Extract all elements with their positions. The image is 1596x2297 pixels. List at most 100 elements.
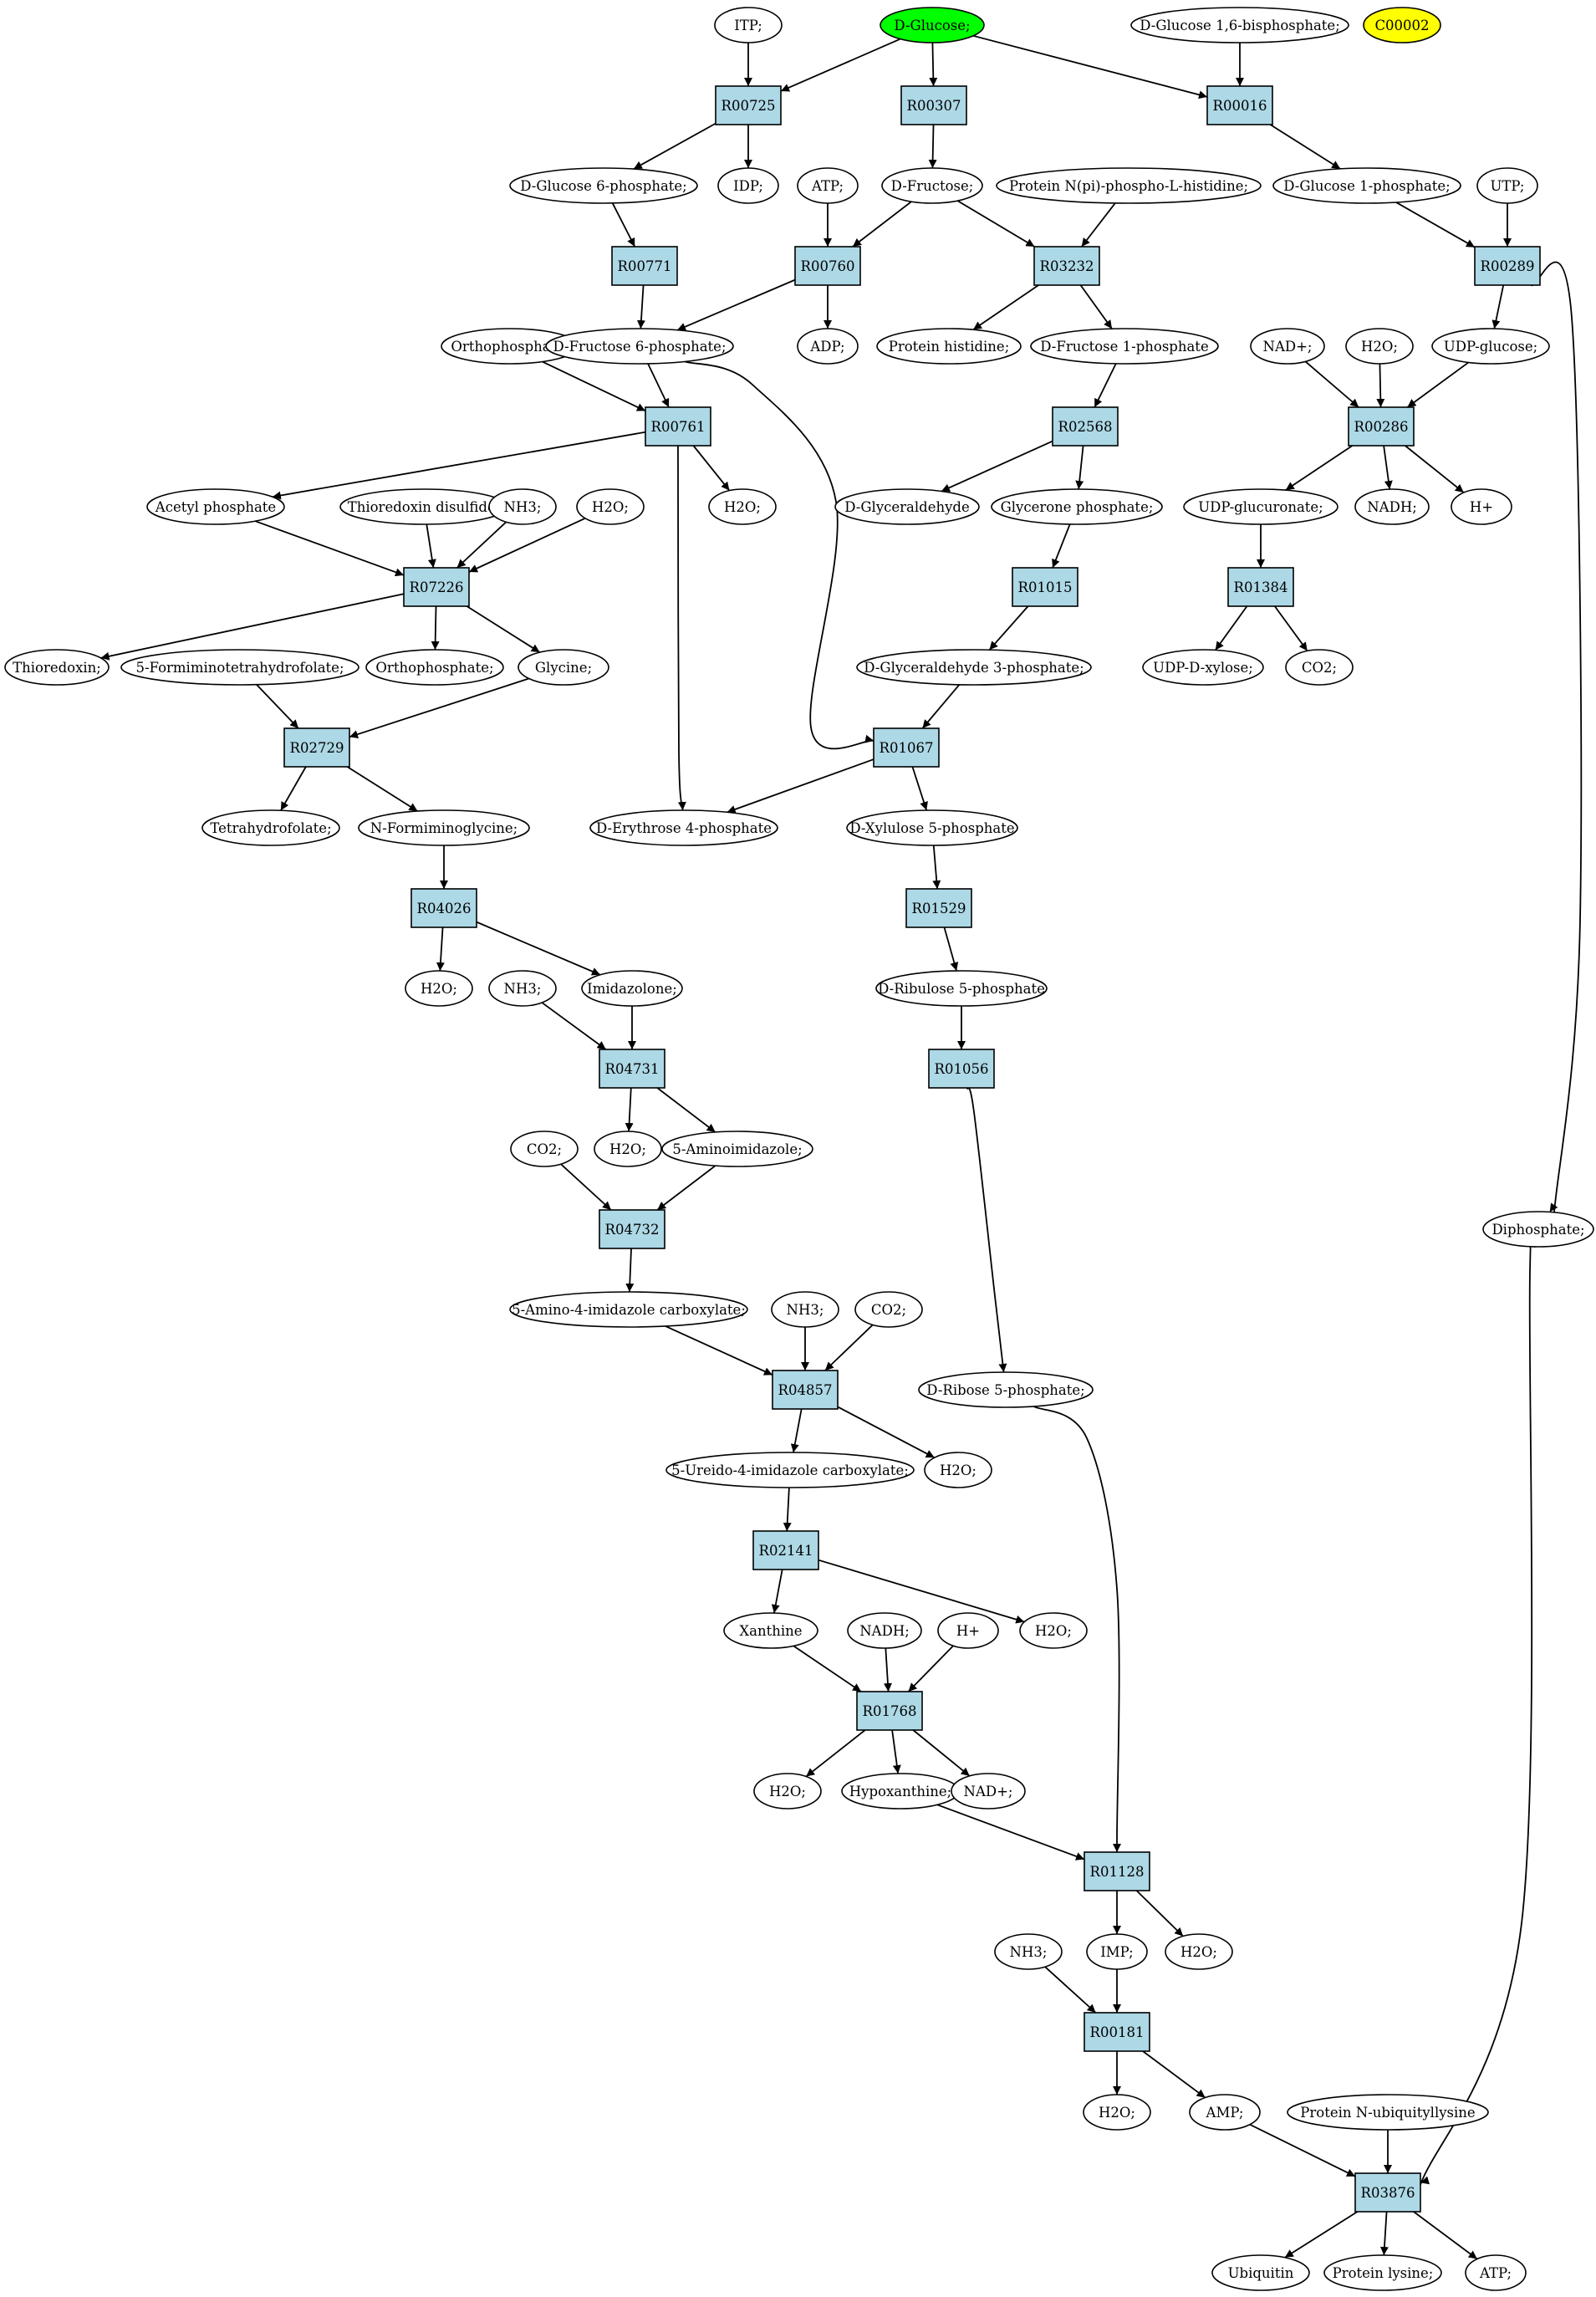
compound-node-nh3[interactable]: NH3; (994, 1933, 1063, 1970)
compound-node-d-fructose[interactable]: D-Fructose; (881, 167, 983, 204)
reaction-node-r07226[interactable]: R07226 (403, 567, 470, 607)
compound-node-d-fructose-1-phosphate[interactable]: D-Fructose 1-phosphate (1030, 328, 1219, 365)
reaction-node-r00761[interactable]: R00761 (645, 406, 711, 447)
compound-node-5-amino-4-imidazole-carboxylate[interactable]: 5-Amino-4-imidazole carboxylate; (509, 1291, 748, 1328)
compound-node-h[interactable]: H+ (1451, 488, 1512, 525)
reaction-node-r01529[interactable]: R01529 (905, 888, 972, 928)
compound-node-acetyl-phosphate[interactable]: Acetyl phosphate (146, 488, 285, 525)
compound-node-co2[interactable]: CO2; (854, 1291, 923, 1328)
compound-node-orthophosphate[interactable]: Orthophosphate; (441, 328, 579, 365)
reaction-node-r00181[interactable]: R00181 (1084, 2012, 1150, 2052)
compound-node-d-xylulose-5-phosphate[interactable]: D-Xylulose 5-phosphate (846, 809, 1018, 846)
compound-node-protein-histidine[interactable]: Protein histidine; (876, 328, 1022, 365)
reaction-node-r03876[interactable]: R03876 (1354, 2172, 1421, 2213)
reaction-node-r01768[interactable]: R01768 (856, 1691, 923, 1731)
reaction-node-r01056[interactable]: R01056 (928, 1049, 995, 1089)
compound-node-d-glucose-1-6-bisphosphate[interactable]: D-Glucose 1,6-bisphosphate; (1130, 7, 1349, 43)
compound-node-5-formiminotetrahydrofolate[interactable]: 5-Formiminotetrahydrofolate; (120, 649, 359, 686)
edge-r00181-to-amp (1142, 2050, 1206, 2099)
compound-node-d-glyceraldehyde-3-phosphate[interactable]: D-Glyceraldehyde 3-phosphate; (856, 649, 1092, 686)
compound-node-h2o[interactable]: H2O; (1345, 328, 1414, 365)
compound-node-diphosphate[interactable]: Diphosphate; (1482, 1211, 1594, 1248)
reaction-node-r02729[interactable]: R02729 (283, 727, 350, 768)
compound-node-idp[interactable]: IDP; (717, 167, 779, 204)
node-label: UDP-glucose; (1444, 339, 1537, 355)
reaction-node-r01015[interactable]: R01015 (1012, 567, 1078, 607)
reaction-node-r04731[interactable]: R04731 (599, 1049, 665, 1089)
compound-node-d-glucose[interactable]: D-Glucose; (880, 7, 985, 43)
compound-node-glycine[interactable]: Glycine; (518, 649, 609, 686)
compound-node-nad[interactable]: NAD+; (1250, 328, 1325, 365)
compound-node-protein-n-ubiquityllysine[interactable]: Protein N-ubiquityllysine (1287, 2094, 1489, 2131)
compound-node-nh3[interactable]: NH3; (488, 488, 557, 525)
compound-node-atp[interactable]: ATP; (797, 167, 859, 204)
reaction-node-r00289[interactable]: R00289 (1474, 246, 1541, 286)
compound-node-d-glucose-6-phosphate[interactable]: D-Glucose 6-phosphate; (509, 167, 698, 204)
compound-node-nadh[interactable]: NADH; (847, 1612, 922, 1649)
compound-node-nh3[interactable]: NH3; (771, 1291, 839, 1328)
compound-node-d-ribose-5-phosphate[interactable]: D-Ribose 5-phosphate; (918, 1371, 1094, 1408)
compound-node-h2o[interactable]: H2O; (1165, 1933, 1233, 1970)
compound-node-hypoxanthine[interactable]: Hypoxanthine; (841, 1773, 960, 1810)
compound-node-d-ribulose-5-phosphate[interactable]: D-Ribulose 5-phosphate (875, 970, 1048, 1007)
reaction-node-r03232[interactable]: R03232 (1033, 246, 1100, 286)
compound-node-h2o[interactable]: H2O; (576, 488, 645, 525)
compound-node-nadh[interactable]: NADH; (1354, 488, 1430, 525)
reaction-node-r01128[interactable]: R01128 (1084, 1851, 1150, 1891)
compound-node-c00002[interactable]: C00002 (1363, 7, 1441, 43)
compound-node-d-erythrose-4-phosphate[interactable]: D-Erythrose 4-phosphate (589, 809, 778, 846)
compound-node-h[interactable]: H+ (937, 1612, 999, 1649)
compound-node-co2[interactable]: CO2; (1285, 649, 1354, 686)
reaction-node-r02141[interactable]: R02141 (752, 1530, 819, 1570)
compound-node-nad[interactable]: NAD+; (951, 1773, 1026, 1810)
compound-node-utp[interactable]: UTP; (1476, 167, 1538, 204)
compound-node-itp[interactable]: ITP; (714, 7, 783, 43)
compound-node-h2o[interactable]: H2O; (753, 1773, 822, 1810)
compound-node-xanthine[interactable]: Xanthine (723, 1612, 818, 1649)
compound-node-h2o[interactable]: H2O; (924, 1452, 992, 1488)
compound-node-imidazolone[interactable]: Imidazolone; (581, 970, 683, 1007)
reaction-node-r00016[interactable]: R00016 (1206, 85, 1273, 125)
reaction-node-r00286[interactable]: R00286 (1348, 406, 1415, 447)
reaction-node-r00725[interactable]: R00725 (715, 85, 782, 125)
compound-node-h2o[interactable]: H2O; (594, 1131, 662, 1167)
compound-node-orthophosphate[interactable]: Orthophosphate; (365, 649, 504, 686)
compound-node-n-formiminoglycine[interactable]: N-Formiminoglycine; (358, 809, 530, 846)
compound-ellipse (1272, 167, 1461, 204)
compound-node-5-aminoimidazole[interactable]: 5-Aminoimidazole; (661, 1131, 813, 1167)
compound-node-h2o[interactable]: H2O; (405, 970, 473, 1007)
compound-node-adp[interactable]: ADP; (797, 328, 859, 365)
compound-node-thioredoxin[interactable]: Thioredoxin; (4, 649, 110, 686)
reaction-node-r00307[interactable]: R00307 (900, 85, 967, 125)
compound-node-udp-glucuronate[interactable]: UDP-glucuronate; (1183, 488, 1338, 525)
compound-node-imp[interactable]: IMP; (1086, 1933, 1148, 1970)
compound-node-udp-glucose[interactable]: UDP-glucose; (1431, 328, 1550, 365)
compound-node-d-glucose-1-phosphate[interactable]: D-Glucose 1-phosphate; (1272, 167, 1461, 204)
reaction-node-r01067[interactable]: R01067 (873, 727, 940, 768)
reaction-node-r01384[interactable]: R01384 (1227, 567, 1294, 607)
reaction-node-r00771[interactable]: R00771 (611, 246, 678, 286)
reaction-node-r04026[interactable]: R04026 (410, 888, 477, 928)
compound-node-ubiquitin[interactable]: Ubiquitin (1211, 2254, 1310, 2291)
compound-node-5-ureido-4-imidazole-carboxylate[interactable]: 5-Ureido-4-imidazole carboxylate; (665, 1452, 915, 1488)
compound-node-glycerone-phosphate[interactable]: Glycerone phosphate; (991, 488, 1163, 525)
compound-node-h2o[interactable]: H2O; (1019, 1612, 1088, 1649)
compound-node-d-fructose-6-phosphate[interactable]: D-Fructose 6-phosphate; (545, 328, 734, 365)
compound-node-amp[interactable]: AMP; (1189, 2094, 1261, 2131)
reaction-node-r04857[interactable]: R04857 (772, 1370, 839, 1410)
reaction-node-r00760[interactable]: R00760 (794, 246, 861, 286)
compound-node-co2[interactable]: CO2; (510, 1131, 579, 1167)
compound-node-nh3[interactable]: NH3; (488, 970, 557, 1007)
reaction-node-r04732[interactable]: R04732 (599, 1209, 665, 1249)
compound-node-thioredoxin-disulfide[interactable]: Thioredoxin disulfide; (339, 488, 508, 525)
compound-node-h2o[interactable]: H2O; (1083, 2094, 1151, 2131)
node-label: Protein histidine; (889, 339, 1010, 355)
compound-node-h2o[interactable]: H2O; (708, 488, 777, 525)
reaction-node-r02568[interactable]: R02568 (1052, 406, 1119, 447)
compound-node-protein-n-pi-phospho-l-histidine[interactable]: Protein N(pi)-phospho-L-histidine; (996, 167, 1262, 204)
compound-node-protein-lysine[interactable]: Protein lysine; (1323, 2254, 1442, 2291)
compound-node-udp-d-xylose[interactable]: UDP-D-xylose; (1142, 649, 1264, 686)
compound-node-d-glyceraldehyde[interactable]: D-Glyceraldehyde (834, 488, 980, 525)
compound-node-atp[interactable]: ATP; (1465, 2254, 1527, 2291)
compound-node-tetrahydrofolate[interactable]: Tetrahydrofolate; (201, 809, 340, 846)
